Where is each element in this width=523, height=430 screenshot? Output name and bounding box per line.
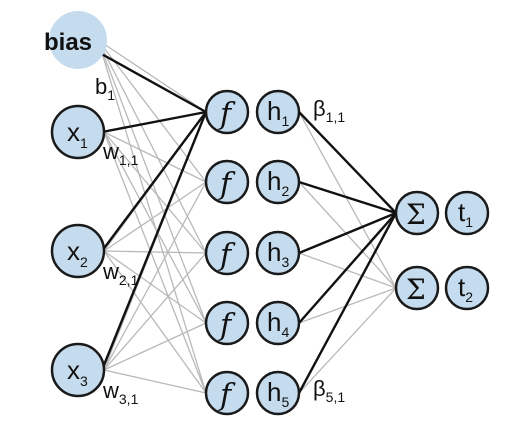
edge-label-beta51: β5,1: [313, 376, 345, 405]
highlighted-weight-connection: [101, 111, 207, 252]
hidden-node-h5: h5: [255, 370, 301, 416]
output-node-t2: t2: [444, 265, 490, 311]
highlighted-weight-connection: [100, 111, 208, 371]
input-label-x2: x2: [67, 236, 88, 270]
highlighted-weight-connection: [101, 110, 207, 134]
output-node-t1: t1: [444, 190, 490, 236]
weight-connection: [103, 181, 207, 252]
output-label-t2: t2: [458, 272, 473, 305]
weight-connection: [103, 322, 207, 371]
edge-label-w31: w3,1: [102, 378, 139, 407]
highlighted-output-weight-connection: [298, 211, 397, 255]
hidden-label-h4: h4: [267, 307, 289, 340]
output-weight-connection: [298, 111, 397, 289]
weight-connection: [103, 131, 207, 394]
hidden-node-h2: h2: [255, 159, 301, 205]
activation-node-4: f: [204, 300, 250, 346]
gray-connections: [97, 39, 397, 394]
weight-connection: [103, 131, 207, 183]
sum-symbol: Σ: [406, 273, 426, 306]
highlighted-output-weight-connection: [297, 212, 398, 394]
weight-connection: [103, 250, 207, 394]
hidden-label-h3: h3: [267, 237, 289, 270]
weight-connection: [103, 131, 207, 324]
weight-connection: [97, 39, 207, 113]
bias-node: [49, 11, 107, 69]
input-label-x3: x3: [67, 355, 88, 389]
highlighted-connections: [97, 50, 398, 394]
activation-node-5: f: [204, 370, 250, 416]
input-label-x1: x1: [67, 117, 88, 151]
weight-connection: [103, 252, 207, 371]
sum-node-1: Σ: [394, 190, 440, 236]
hidden-label-h2: h2: [267, 166, 289, 199]
weight-connection: [97, 39, 207, 324]
weight-connection: [103, 250, 207, 254]
input-node-x3: x3: [50, 342, 106, 398]
activation-node-3: f: [204, 230, 250, 276]
weight-connection: [103, 181, 207, 371]
weight-connection: [97, 39, 207, 254]
input-node-x2: x2: [50, 223, 106, 279]
weight-connection: [103, 250, 207, 324]
input-node-x1: x1: [50, 104, 106, 160]
highlighted-weight-connection: [97, 50, 207, 114]
weight-connection: [103, 369, 207, 394]
hidden-label-h5: h5: [267, 377, 289, 410]
highlighted-output-weight-connection: [298, 212, 397, 324]
output-weight-connection: [298, 181, 397, 289]
weight-connection: [97, 39, 207, 394]
activation-node-1: f: [204, 89, 250, 135]
edge-label-beta11: β1,1: [313, 96, 345, 125]
highlighted-output-weight-connection: [298, 111, 397, 214]
highlighted-output-weight-connection: [298, 180, 397, 215]
edge-label-w21: w2,1: [102, 259, 139, 288]
output-weight-connection: [298, 252, 397, 289]
weight-connection: [103, 131, 207, 254]
hidden-node-h4: h4: [255, 300, 301, 346]
output-label-t1: t1: [458, 197, 473, 230]
edge-label-w11: w1,1: [102, 139, 139, 168]
sum-symbol: Σ: [406, 198, 426, 231]
sum-node-2: Σ: [394, 265, 440, 311]
activation-node-2: f: [204, 159, 250, 205]
hidden-node-h1: h1: [255, 89, 301, 135]
bias-label: bias: [44, 29, 92, 56]
edge-label-b1: b1: [95, 74, 115, 103]
hidden-label-h1: h1: [267, 96, 289, 129]
hidden-node-h3: h3: [255, 230, 301, 276]
output-weight-connection: [298, 287, 397, 394]
